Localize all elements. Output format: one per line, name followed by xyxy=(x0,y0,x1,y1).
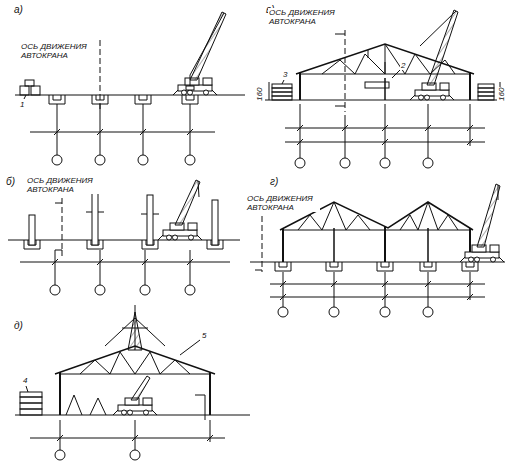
callout-number: 1 xyxy=(19,100,25,109)
panel-letter: а) xyxy=(14,4,23,16)
axis-label: ОСЬ ДВИЖЕНИЯ АВТОКРАНА xyxy=(20,42,94,60)
dimension: 160 xyxy=(255,87,264,102)
panel-letter: г) xyxy=(270,176,278,188)
dimension: 160 xyxy=(497,87,506,102)
callout-number: 5 xyxy=(201,331,207,340)
panel-letter: б) xyxy=(6,176,15,188)
callout-number: 4 xyxy=(22,376,28,385)
axis-label: ОСЬ ДВИЖЕНИЯ АВТОКРАНА xyxy=(268,8,342,26)
axis-label: ОСЬ ДВИЖЕНИЯ АВТОКРАНА xyxy=(26,176,100,194)
panel-letter: д) xyxy=(14,320,23,332)
callout-number: 3 xyxy=(282,70,288,79)
axis-label: ОСЬ ДВИЖЕНИЯ АВТОКРАНА xyxy=(246,194,320,212)
callout-number: 2 xyxy=(400,61,406,70)
